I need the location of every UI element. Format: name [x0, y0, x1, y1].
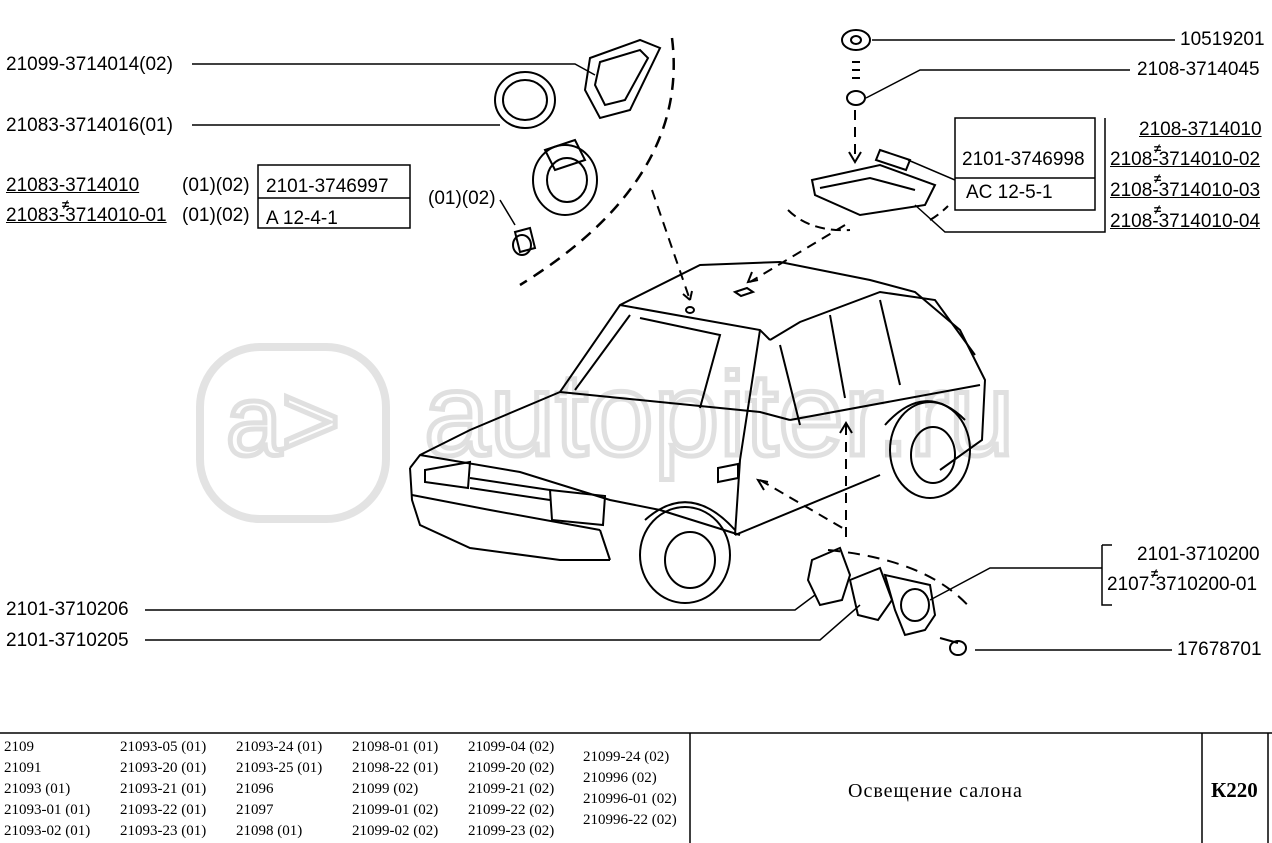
label-lamp-1-suffix: (01)(02) — [182, 175, 250, 196]
label-lamp-screw: 2108-3714045 — [1137, 59, 1260, 80]
model-cell: 21093-05 (01) — [120, 739, 207, 755]
page-code: К220 — [1211, 778, 1258, 802]
label-switch-gasket: 2101-3710205 — [6, 630, 129, 651]
model-cell: 21099-24 (02) — [583, 749, 670, 765]
label-bulb-right-spec: AC 12-5-1 — [966, 182, 1053, 203]
label-grommet: 10519201 — [1180, 29, 1265, 50]
not-equal-mark: ≠ — [1151, 566, 1159, 581]
model-cell: 21099-01 (02) — [352, 802, 439, 818]
not-equal-mark: ≠ — [1154, 141, 1162, 156]
label-lamp-2-suffix: (01)(02) — [182, 205, 250, 226]
label-bulb-left-spec: A 12-4-1 — [266, 208, 338, 229]
label-bulb-left-code: 2101-3746997 — [266, 176, 389, 197]
page-title: Освещение салона — [848, 780, 1023, 802]
model-cell: 21098 (01) — [236, 823, 303, 839]
label-door-switch-2: 2107-3710200-01 — [1107, 574, 1258, 595]
model-cell: 210996-01 (02) — [583, 791, 677, 807]
not-equal-mark: ≠ — [1154, 202, 1162, 217]
model-cell: 21093-25 (01) — [236, 760, 323, 776]
label-roof-lamp-4: 2108-3714010-04 — [1110, 211, 1261, 232]
model-cell: 2109 — [4, 739, 34, 755]
label-lamp-2: 21083-3714010-01 — [6, 205, 167, 226]
label-bulb-left-suffix: (01)(02) — [428, 188, 496, 209]
model-cell: 21093-02 (01) — [4, 823, 91, 839]
label-screw: 17678701 — [1177, 639, 1262, 660]
label-roof-lamp-1: 2108-3714010 — [1139, 119, 1262, 140]
label-lamp-lens: 21083-3714016(01) — [6, 115, 173, 136]
label-lamp-housing: 21099-3714014(02) — [6, 54, 173, 75]
model-cell: 21093-21 (01) — [120, 781, 207, 797]
not-equal-mark: ≠ — [62, 197, 70, 212]
label-switch-cap: 2101-3710206 — [6, 599, 129, 620]
model-cell: 21099-20 (02) — [468, 760, 555, 776]
label-lamp-1: 21083-3714010 — [6, 175, 140, 196]
label-roof-lamp-3: 2108-3714010-03 — [1110, 180, 1261, 201]
model-cell: 210996 (02) — [583, 770, 657, 786]
model-cell: 21097 — [236, 802, 274, 818]
model-cell: 21099-02 (02) — [352, 823, 439, 839]
model-cell: 210996-22 (02) — [583, 812, 677, 828]
model-cell: 21098-22 (01) — [352, 760, 439, 776]
model-cell: 21093-01 (01) — [4, 802, 91, 818]
label-roof-lamp-2: 2108-3714010-02 — [1110, 149, 1261, 170]
label-bulb-right-code: 2101-3746998 — [962, 149, 1085, 170]
model-cell: 21099-23 (02) — [468, 823, 555, 839]
model-cell: 21093-24 (01) — [236, 739, 323, 755]
label-door-switch-1: 2101-3710200 — [1137, 544, 1260, 565]
model-cell: 21093-20 (01) — [120, 760, 207, 776]
model-cell: 21099 (02) — [352, 781, 419, 797]
model-cell: 21099-21 (02) — [468, 781, 555, 797]
model-table: 2109 21091 21093 (01) 21093-01 (01) 21093-02… — [0, 733, 1272, 843]
model-cell: 21093 (01) — [4, 781, 71, 797]
model-cell: 21096 — [236, 781, 274, 797]
model-cell: 21099-04 (02) — [468, 739, 555, 755]
model-cell: 21099-22 (02) — [468, 802, 555, 818]
model-cell: 21093-23 (01) — [120, 823, 207, 839]
model-cell: 21091 — [4, 760, 42, 776]
not-equal-mark: ≠ — [1154, 171, 1162, 186]
model-cell: 21093-22 (01) — [120, 802, 207, 818]
model-cell: 21098-01 (01) — [352, 739, 439, 755]
